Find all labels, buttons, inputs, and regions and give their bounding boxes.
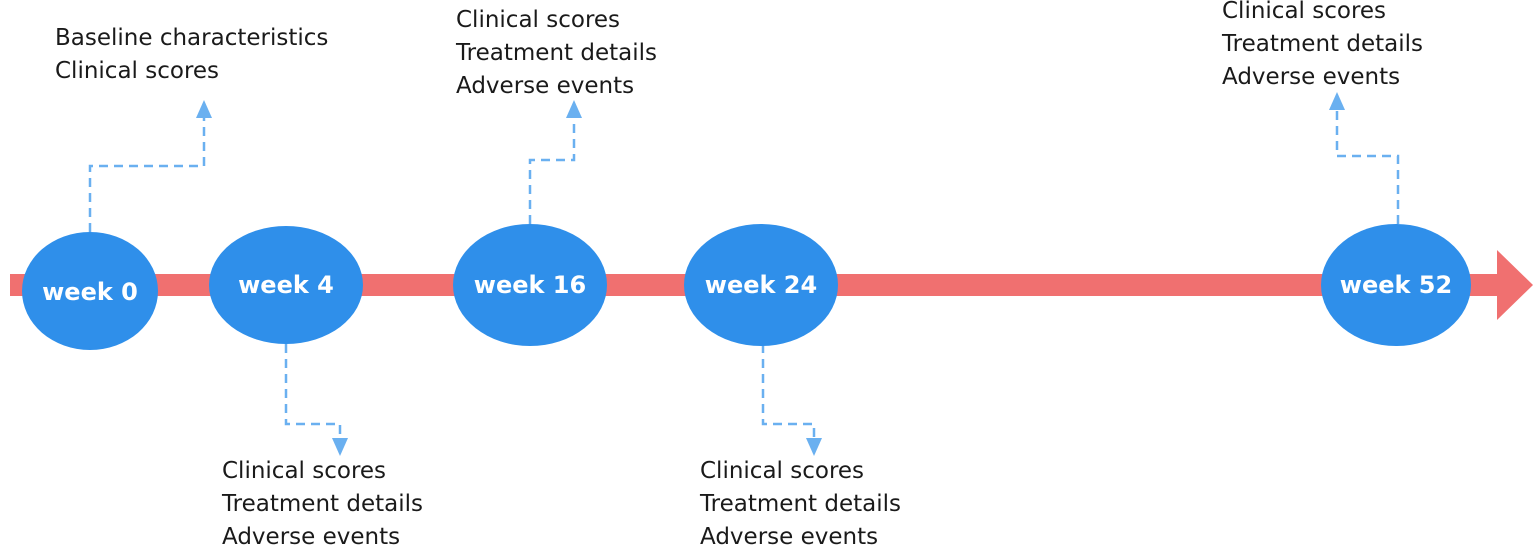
note-week4: Clinical scores Treatment details Advers… bbox=[222, 455, 423, 554]
node-week16: week 16 bbox=[453, 224, 607, 346]
note-line: Clinical scores bbox=[1222, 0, 1387, 24]
note-line: Treatment details bbox=[222, 491, 423, 517]
note-line: Baseline characteristics bbox=[55, 25, 329, 51]
note-week0: Baseline characteristics Clinical scores bbox=[55, 22, 328, 88]
arrowhead-week0 bbox=[196, 100, 212, 118]
note-line: Adverse events bbox=[222, 524, 401, 550]
note-line: Clinical scores bbox=[55, 58, 220, 84]
note-line: Adverse events bbox=[456, 73, 635, 99]
connector-week52 bbox=[1335, 108, 1400, 224]
note-line: Treatment details bbox=[456, 40, 657, 66]
note-line: Treatment details bbox=[700, 491, 901, 517]
arrowhead-week24 bbox=[806, 438, 822, 456]
connector-week4 bbox=[284, 344, 342, 440]
note-line: Clinical scores bbox=[456, 7, 621, 33]
note-week52: Clinical scores Treatment details Advers… bbox=[1222, 0, 1423, 94]
node-label: week 16 bbox=[474, 271, 586, 299]
timeline-arrowhead bbox=[1497, 250, 1533, 320]
note-week24: Clinical scores Treatment details Advers… bbox=[700, 455, 901, 554]
node-week24: week 24 bbox=[684, 224, 838, 346]
connector-week24 bbox=[761, 344, 816, 440]
node-label: week 0 bbox=[42, 278, 138, 306]
note-line: Adverse events bbox=[1222, 64, 1401, 90]
node-week0: week 0 bbox=[22, 232, 158, 350]
arrowhead-week16 bbox=[566, 100, 582, 118]
arrowhead-week52 bbox=[1329, 92, 1345, 110]
arrowhead-week4 bbox=[332, 438, 348, 456]
note-line: Clinical scores bbox=[700, 458, 865, 484]
node-week52: week 52 bbox=[1321, 224, 1471, 346]
connector-week16 bbox=[528, 118, 576, 224]
node-week4: week 4 bbox=[209, 226, 363, 344]
note-line: Adverse events bbox=[700, 524, 879, 550]
node-label: week 52 bbox=[1340, 271, 1452, 299]
note-week16: Clinical scores Treatment details Advers… bbox=[456, 4, 657, 103]
note-line: Clinical scores bbox=[222, 458, 387, 484]
connector-week0 bbox=[88, 118, 206, 232]
node-label: week 24 bbox=[705, 271, 817, 299]
node-label: week 4 bbox=[238, 271, 334, 299]
note-line: Treatment details bbox=[1222, 31, 1423, 57]
